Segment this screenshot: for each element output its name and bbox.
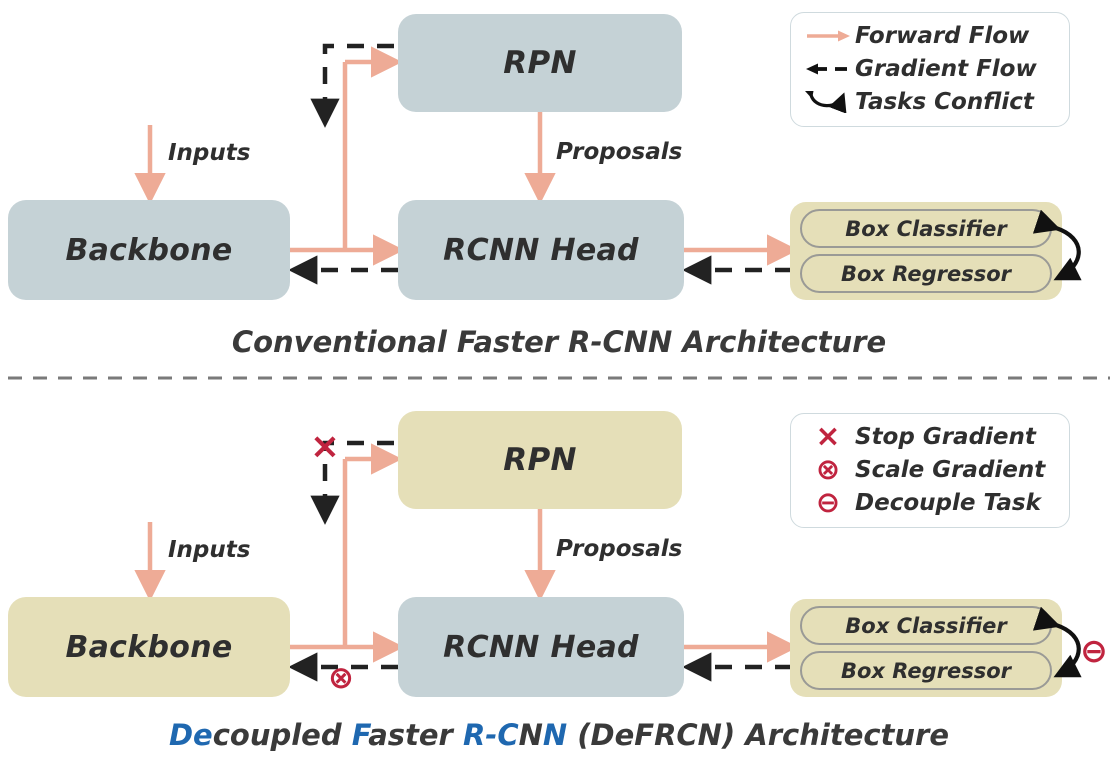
bottom-caption-part-6: N bbox=[542, 718, 568, 752]
bottom-inputs-label: Inputs bbox=[168, 537, 251, 563]
top-box-regressor[interactable]: Box Regressor bbox=[800, 254, 1052, 293]
bottom-box-regressor-label: Box Regressor bbox=[840, 658, 1012, 683]
bottom-box-head-group: Box Classifier Box Regressor bbox=[790, 599, 1062, 697]
bottom-tasks-conflict-arrow bbox=[1032, 606, 1082, 678]
stop-gradient-marker-icon: × bbox=[309, 426, 341, 467]
bottom-rcnn-head-label: RCNN Head bbox=[443, 629, 639, 665]
forward-flow-arrow-icon bbox=[801, 28, 855, 44]
decouple-task-icon: ⊖ bbox=[815, 485, 841, 519]
top-inputs-label: Inputs bbox=[168, 140, 251, 166]
bottom-caption-part-3: aster bbox=[368, 718, 463, 752]
gradient-flow-arrow-icon bbox=[801, 61, 855, 77]
bottom-proposals-label: Proposals bbox=[556, 536, 683, 562]
legend-item-stop-gradient: × Stop Gradient bbox=[801, 420, 1055, 453]
legend-item-forward-flow: Forward Flow bbox=[801, 19, 1055, 52]
bottom-caption-part-5: N bbox=[518, 718, 543, 752]
bottom-legend: × Stop Gradient ⊗ Scale Gradient ⊖ Decou… bbox=[790, 413, 1070, 528]
legend-item-scale-gradient: ⊗ Scale Gradient bbox=[801, 453, 1055, 486]
top-rpn-label: RPN bbox=[503, 45, 577, 81]
stop-gradient-icon: × bbox=[815, 418, 841, 454]
bottom-rpn-label: RPN bbox=[503, 442, 577, 478]
legend-item-gradient-flow: Gradient Flow bbox=[801, 52, 1055, 85]
legend-label-forward-flow: Forward Flow bbox=[855, 22, 1030, 49]
scale-gradient-icon: ⊗ bbox=[815, 452, 841, 486]
top-backbone-label: Backbone bbox=[65, 232, 233, 268]
decouple-task-marker-icon: ⊖ bbox=[1080, 630, 1108, 670]
top-proposals-label: Proposals bbox=[556, 139, 683, 165]
bottom-caption-part-2: F bbox=[351, 718, 369, 752]
bottom-rpn-box[interactable]: RPN bbox=[398, 411, 682, 509]
bottom-box-regressor[interactable]: Box Regressor bbox=[800, 651, 1052, 690]
top-rcnn-head-label: RCNN Head bbox=[443, 232, 639, 268]
legend-item-tasks-conflict: Tasks Conflict bbox=[801, 85, 1055, 118]
bottom-backbone-label: Backbone bbox=[65, 629, 233, 665]
top-caption: Conventional Faster R-CNN Architecture bbox=[231, 325, 887, 359]
legend-item-decouple-task: ⊖ Decouple Task bbox=[801, 486, 1055, 519]
legend-label-decouple-task: Decouple Task bbox=[855, 489, 1041, 516]
bottom-box-classifier[interactable]: Box Classifier bbox=[800, 606, 1052, 645]
scale-gradient-marker-icon: ⊗ bbox=[328, 659, 354, 696]
bottom-box-classifier-label: Box Classifier bbox=[845, 613, 1007, 638]
top-rcnn-head-box[interactable]: RCNN Head bbox=[398, 200, 684, 300]
bottom-caption-part-7: (DeFRCN) Architecture bbox=[567, 718, 950, 752]
top-rpn-box[interactable]: RPN bbox=[398, 14, 682, 112]
bottom-backbone-box[interactable]: Backbone bbox=[8, 597, 290, 697]
legend-label-gradient-flow: Gradient Flow bbox=[855, 55, 1037, 82]
legend-label-scale-gradient: Scale Gradient bbox=[855, 456, 1046, 483]
tasks-conflict-curve-icon bbox=[801, 90, 855, 113]
bottom-caption-part-0: De bbox=[168, 718, 213, 752]
bottom-caption: Decoupled Faster R-CNN (DeFRCN) Architec… bbox=[0, 718, 1118, 752]
bottom-caption-part-1: coupled bbox=[212, 718, 352, 752]
top-backbone-box[interactable]: Backbone bbox=[8, 200, 290, 300]
top-box-classifier-label: Box Classifier bbox=[845, 216, 1007, 241]
top-legend: Forward Flow Gradient Flow Tasks Conflic… bbox=[790, 12, 1070, 127]
bottom-rcnn-head-box[interactable]: RCNN Head bbox=[398, 597, 684, 697]
top-tasks-conflict-arrow bbox=[1032, 209, 1082, 281]
legend-label-tasks-conflict: Tasks Conflict bbox=[855, 88, 1034, 115]
bottom-caption-part-4: R-C bbox=[462, 718, 519, 752]
legend-label-stop-gradient: Stop Gradient bbox=[855, 423, 1036, 450]
top-box-regressor-label: Box Regressor bbox=[840, 261, 1012, 286]
